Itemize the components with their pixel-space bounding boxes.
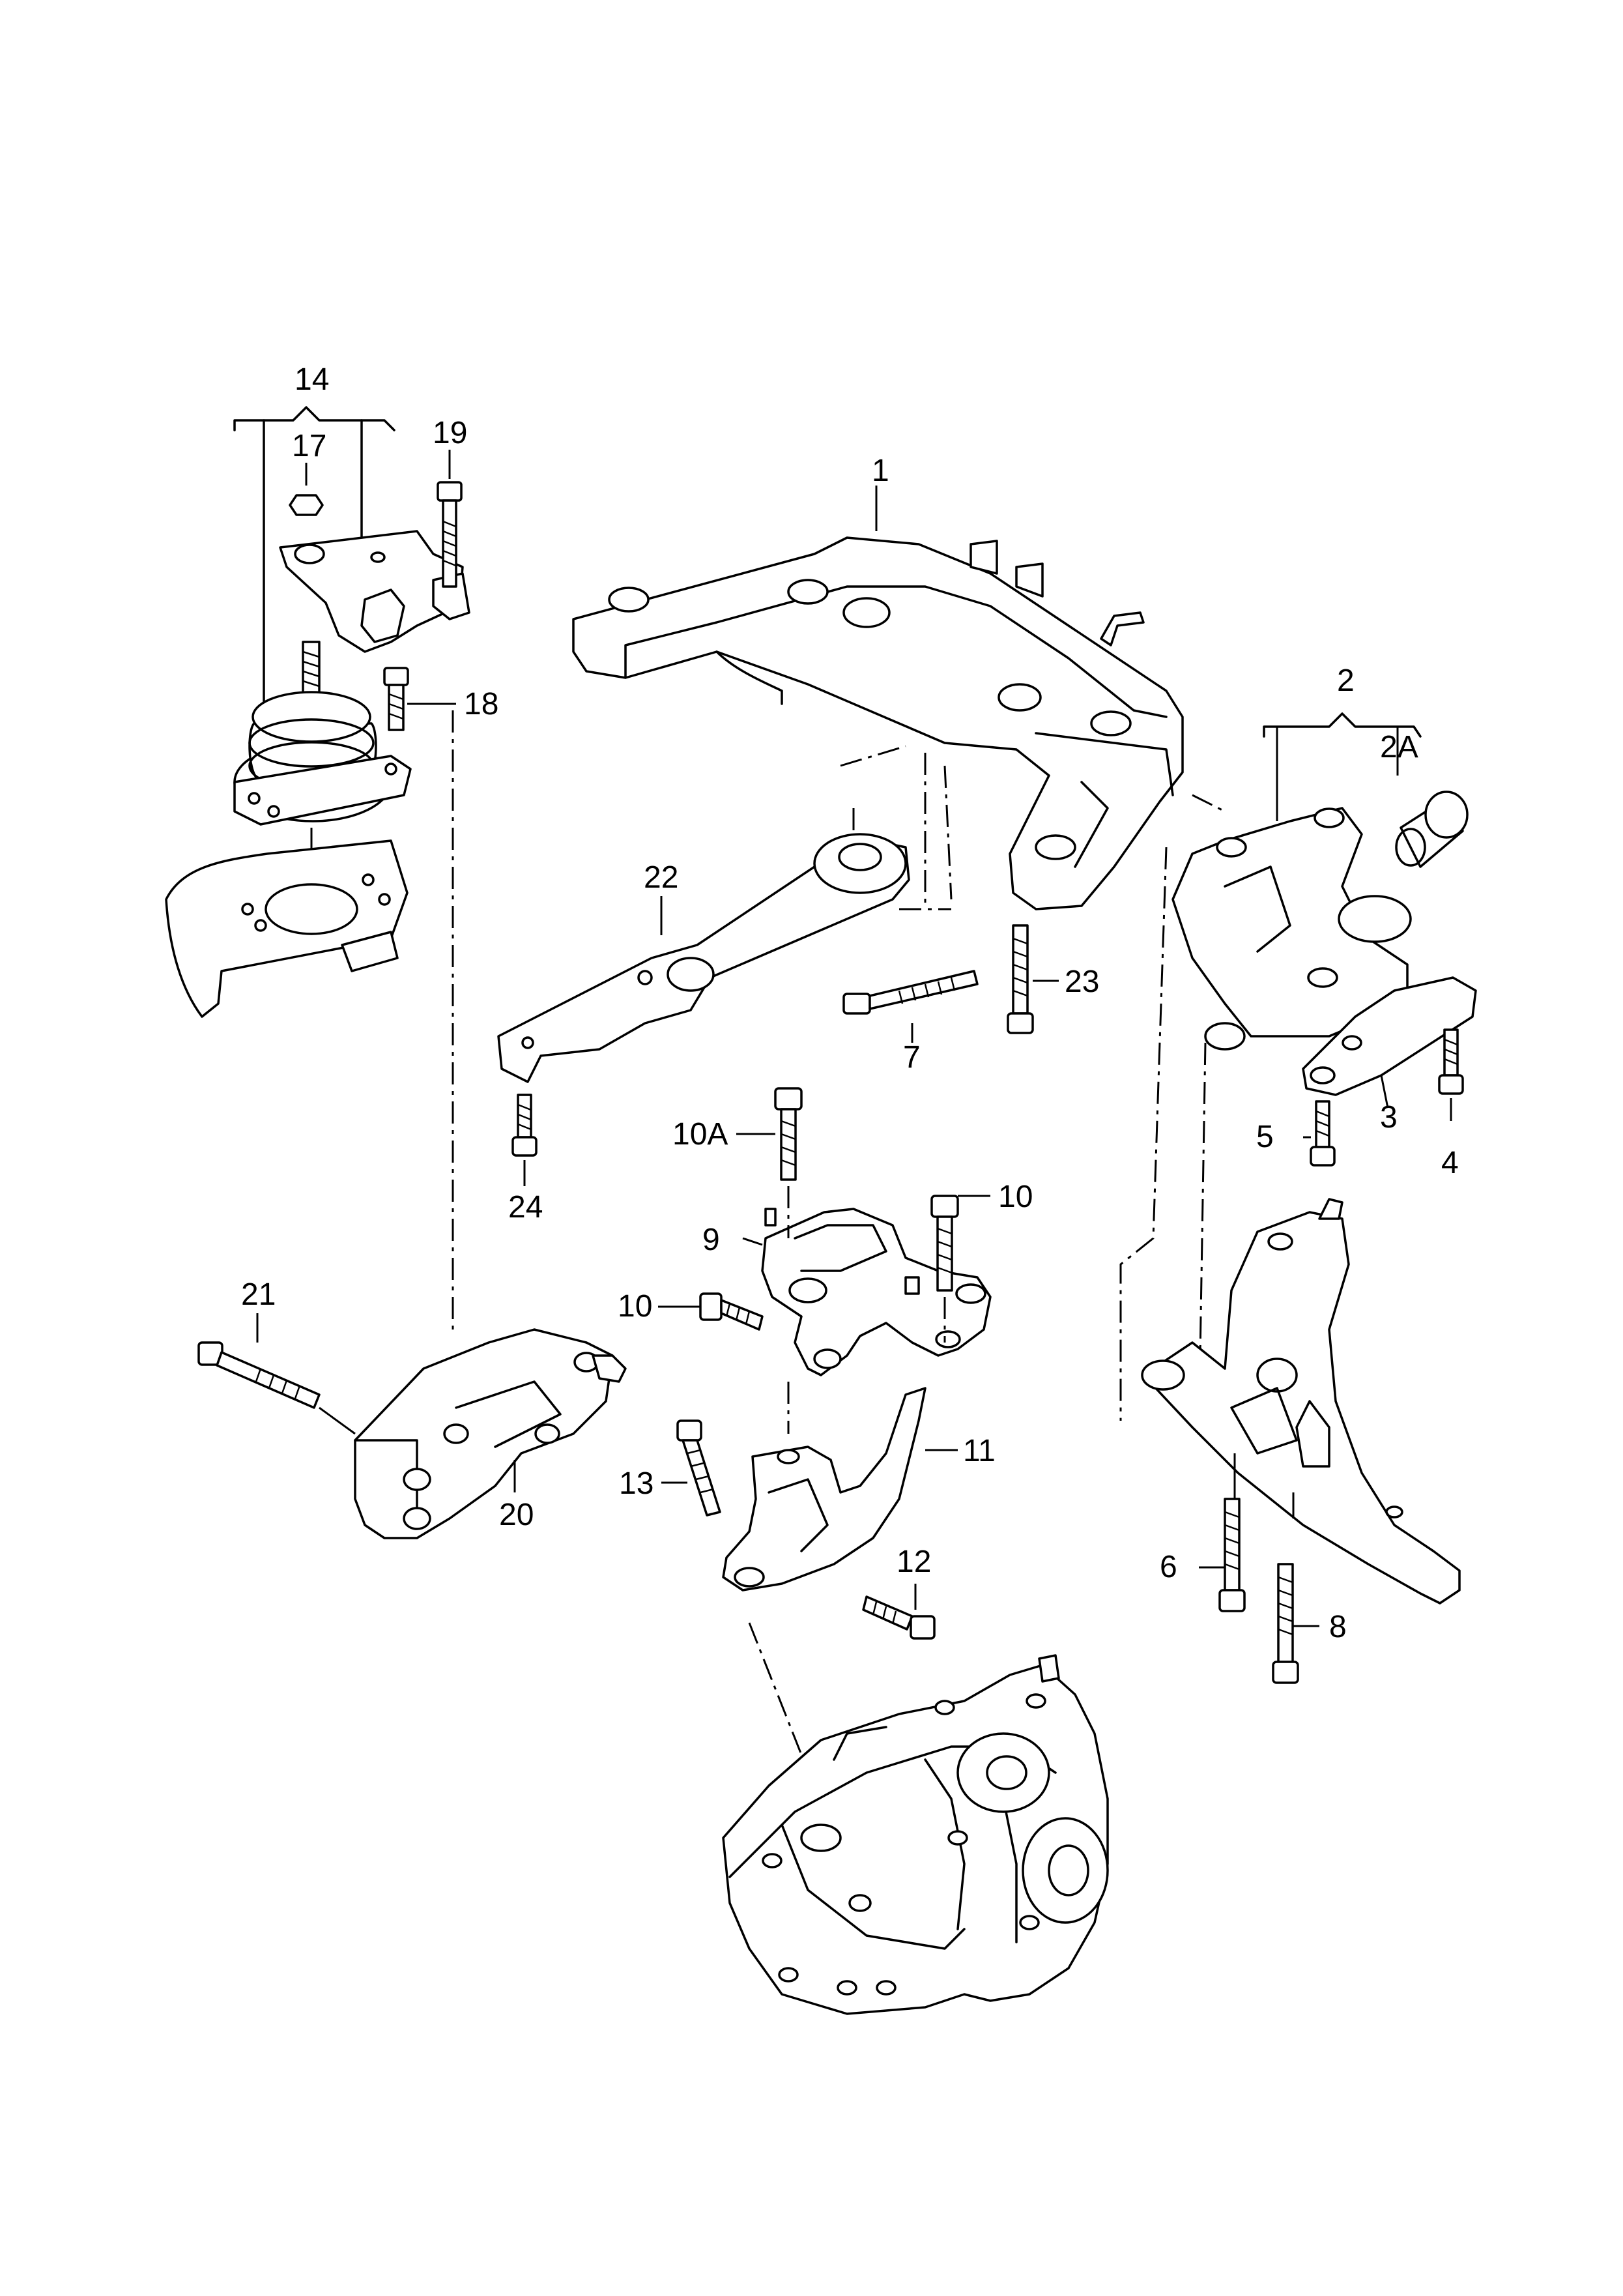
callout-13: 13 [619, 1466, 654, 1501]
callout-7: 7 [903, 1040, 921, 1075]
swivel-bearing-assembly [1119, 712, 1477, 1434]
callout-22: 22 [644, 860, 678, 895]
callout-2A: 2A [1380, 730, 1418, 764]
callout-23: 23 [1065, 965, 1099, 999]
callout-17: 17 [292, 429, 326, 463]
bolt-23 [1007, 924, 1059, 1034]
wishbone [1141, 1198, 1461, 1684]
pendulum-support [497, 808, 951, 1083]
bolt-7 [842, 970, 979, 1043]
gearbox-mount-assembly [658, 1087, 992, 1434]
callout-18: 18 [464, 687, 498, 721]
callout-12: 12 [897, 1545, 931, 1579]
callout-14: 14 [294, 362, 329, 397]
callout-10A: 10A [672, 1117, 728, 1152]
callout-11: 11 [963, 1434, 996, 1468]
callout-1: 1 [872, 454, 889, 488]
callout-2: 2 [1337, 663, 1355, 698]
callout-labels: 1 2 2A 3 4 5 6 7 8 9 10 10A 10 11 12 13 … [241, 362, 1459, 1644]
engine-mount-assembly [165, 406, 470, 1018]
callout-10-right: 10 [998, 1180, 1033, 1214]
callout-8: 8 [1329, 1610, 1347, 1644]
callout-6: 6 [1160, 1550, 1177, 1584]
callout-4: 4 [1441, 1146, 1459, 1180]
callout-3: 3 [1380, 1100, 1398, 1135]
engine-bracket-assembly [197, 710, 627, 1539]
callout-24: 24 [508, 1190, 543, 1225]
bolt-24 [511, 1094, 538, 1186]
callout-10-left: 10 [618, 1289, 652, 1324]
subframe [572, 486, 1226, 910]
gearbox [722, 1654, 1109, 2015]
callout-20: 20 [499, 1498, 534, 1532]
callout-19: 19 [433, 416, 467, 450]
callout-9: 9 [702, 1223, 720, 1257]
callout-21: 21 [241, 1277, 276, 1312]
callout-5: 5 [1256, 1120, 1274, 1154]
